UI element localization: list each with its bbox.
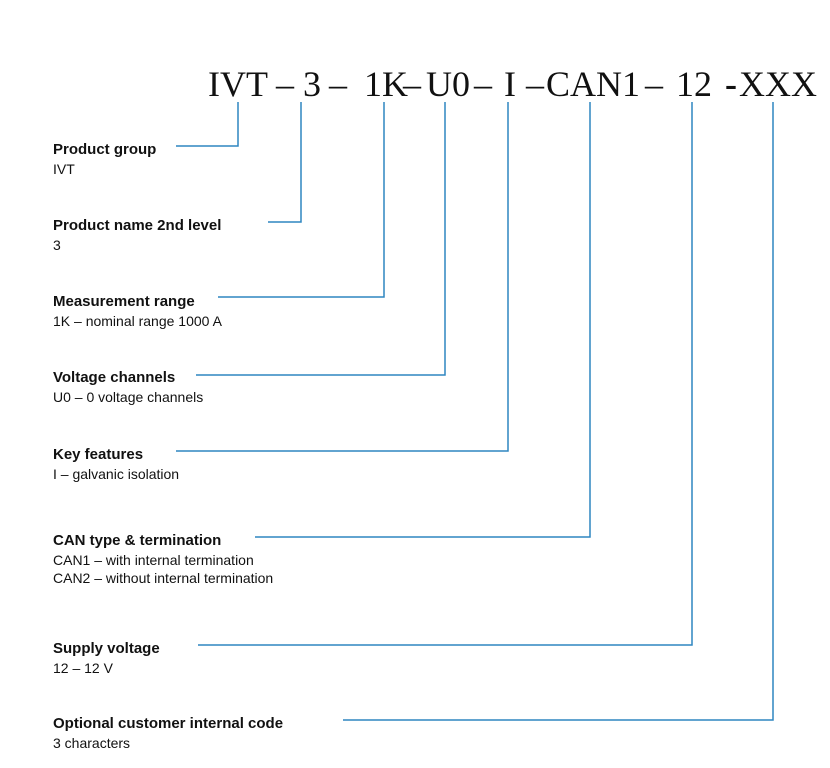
connector-voltage-channels (196, 102, 446, 376)
code-segment-supply-voltage: 12 (676, 64, 712, 104)
field-title: Voltage channels (53, 369, 176, 386)
code-segment-key-features: I (504, 64, 516, 104)
field-title: Key features (53, 446, 144, 463)
connector-product-name (268, 102, 302, 223)
code-separator: – (645, 64, 663, 104)
field-description: CAN2 – without internal termination (53, 570, 274, 586)
code-segment-product-group: IVT (208, 64, 268, 104)
code-separator: – (526, 64, 544, 104)
field-key-features: Key features I – galvanic isolation (53, 445, 179, 483)
code-segment-voltage-channels: U0 (426, 64, 470, 104)
field-can-type: CAN type & termination CAN1 – with inter… (53, 531, 273, 587)
field-customer-code: Optional customer internal code 3 charac… (53, 714, 283, 752)
code-separator: – (276, 64, 294, 104)
field-voltage-channels: Voltage channels U0 – 0 voltage channels (53, 368, 203, 406)
code-segment-can-type: CAN1 (545, 64, 641, 104)
code-separator: – (329, 64, 347, 104)
field-description: CAN1 – with internal termination (53, 552, 254, 568)
field-title: Measurement range (53, 293, 195, 310)
field-title: Optional customer internal code (53, 715, 284, 732)
field-title: Supply voltage (53, 640, 160, 657)
connector-customer-code (343, 102, 774, 721)
code-separator: – (474, 64, 492, 104)
field-description: 1K – nominal range 1000 A (53, 313, 222, 329)
connector-measurement-range (218, 102, 385, 298)
field-measurement-range: Measurement range 1K – nominal range 100… (53, 292, 222, 330)
code-segment-product-name: 3 (303, 64, 321, 104)
code-segment-measurement-range: 1K (364, 64, 408, 104)
code-separator: - (725, 64, 737, 104)
ordering-code: IVT – 3 – 1K – U0 – I – CAN1 – 12 - XXX (0, 64, 830, 112)
field-title: Product name 2nd level (53, 217, 222, 234)
connector-supply-voltage (198, 102, 693, 646)
field-description: 3 characters (53, 735, 131, 751)
field-title: Product group (53, 141, 157, 158)
field-description: IVT (53, 161, 75, 177)
connector-product-group (176, 102, 239, 147)
field-product-group: Product group IVT (53, 140, 156, 178)
connector-can-type (255, 102, 591, 538)
field-description: 3 (53, 237, 61, 253)
field-description: I – galvanic isolation (53, 466, 180, 482)
code-segment-customer-code: XXX (739, 64, 817, 104)
field-description: U0 – 0 voltage channels (53, 389, 204, 405)
code-separator: – (403, 64, 421, 104)
field-description: 12 – 12 V (53, 660, 113, 676)
field-supply-voltage: Supply voltage 12 – 12 V (53, 639, 160, 677)
field-product-name: Product name 2nd level 3 (53, 216, 221, 254)
connector-key-features (176, 102, 509, 452)
field-title: CAN type & termination (53, 532, 222, 549)
